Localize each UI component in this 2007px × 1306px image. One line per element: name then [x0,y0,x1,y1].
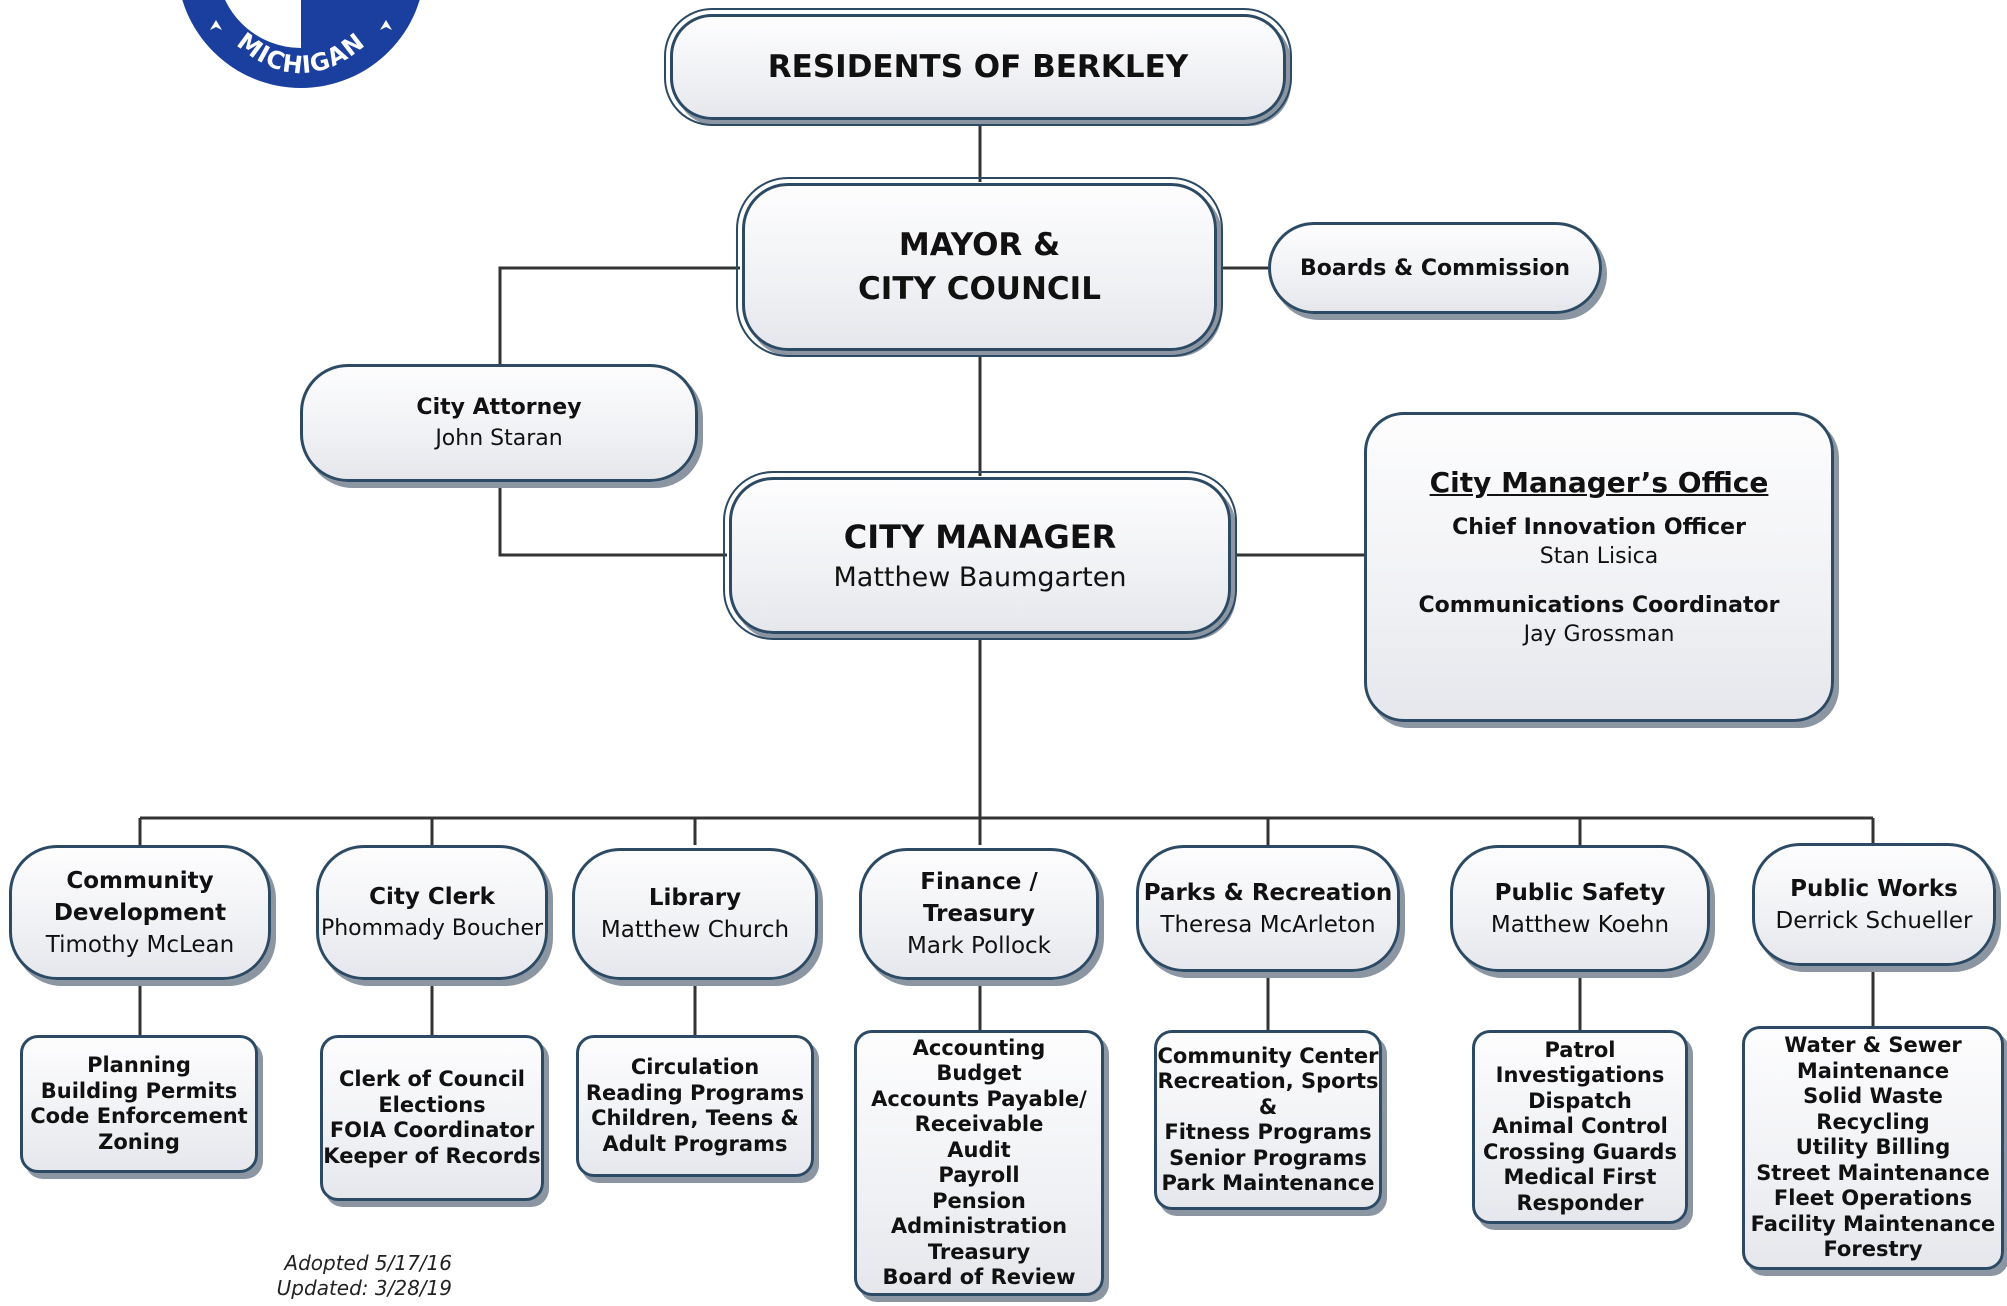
services-city-clerk: Clerk of Council Elections FOIA Coordina… [320,1035,544,1201]
service-item: Animal Control [1492,1114,1668,1139]
city-seal-logo: MICHIGAN [170,0,432,94]
residents-title: RESIDENTS OF BERKLEY [767,49,1189,85]
service-item: Dispatch [1528,1088,1632,1113]
attorney-box: City Attorney John Staran [300,364,698,482]
service-item: Solid Waste [1803,1084,1943,1109]
boards-box: Boards & Commission [1268,222,1602,314]
service-item: Budget [936,1061,1022,1085]
service-item: Patrol [1544,1037,1616,1062]
residents-box: RESIDENTS OF BERKLEY [664,8,1292,126]
office-title: City Manager’s Office [1429,466,1769,499]
service-item: Medical First [1503,1165,1657,1190]
council-line1: MAYOR & [898,227,1061,263]
department-title: Finance / Treasury [920,869,1038,927]
service-item: Circulation [630,1055,760,1079]
service-item: Board of Review [882,1265,1076,1289]
service-item: Community Center [1157,1043,1379,1068]
department-public-safety: Public Safety Matthew Koehn [1450,845,1710,972]
service-item: FOIA Coordinator [329,1118,535,1142]
department-head: Mark Pollock [907,933,1051,959]
service-item: Recreation, Sports & [1157,1069,1379,1119]
service-item: Fleet Operations [1773,1186,1973,1211]
department-head: Derrick Schueller [1775,907,1973,934]
department-community-development: Community Development Timothy McLean [9,845,271,980]
office-name2: Jay Grossman [1523,622,1675,647]
council-line2: CITY COUNCIL [858,271,1101,307]
department-parks-recreation: Parks & Recreation Theresa McArleton [1136,845,1400,972]
line-council-attorney [498,266,740,365]
service-item: Receivable [914,1112,1044,1136]
service-item: Maintenance [1796,1058,1950,1083]
services-public-safety: Patrol Investigations Dispatch Animal Co… [1472,1030,1688,1224]
department-head: Phommady Boucher [320,915,544,941]
service-item: Investigations [1495,1063,1665,1088]
department-title: Parks & Recreation [1143,879,1393,906]
department-title: Public Works [1790,875,1958,902]
service-item: Senior Programs [1169,1145,1367,1170]
boards-title: Boards & Commission [1299,255,1571,281]
department-title: Library [648,885,742,911]
service-item: Reading Programs [585,1080,805,1105]
manager-title: CITY MANAGER [843,517,1117,556]
attorney-title: City Attorney [416,395,582,420]
service-item: Pension Administration [890,1188,1068,1239]
service-item: Fitness Programs [1164,1120,1372,1144]
manager-office-box: City Manager’s Office Chief Innovation O… [1364,412,1834,722]
department-public-works: Public Works Derrick Schueller [1752,843,1996,966]
adoption-footnote: Adopted 5/17/16 Updated: 3/28/19 [256,1251,452,1301]
office-role2: Communications Coordinator [1418,593,1780,618]
department-title: Public Safety [1494,879,1666,906]
updated-date: Updated: 3/28/19 [276,1276,452,1300]
council-box: MAYOR & CITY COUNCIL [736,177,1223,357]
service-item: Keeper of Records [323,1143,541,1168]
attorney-name: John Staran [435,426,563,451]
service-item: Audit [947,1137,1011,1162]
service-item: Street Maintenance [1756,1160,1990,1185]
service-item: Zoning [98,1129,180,1154]
line-attorney-manager [498,482,727,557]
department-title: City Clerk [369,883,495,910]
service-item: Building Permits [40,1078,238,1103]
service-item: Accounting [912,1035,1046,1060]
office-role1: Chief Innovation Officer [1452,515,1746,540]
department-library: Library Matthew Church [572,848,818,980]
service-item: Accounts Payable/ [871,1086,1087,1111]
service-item: Crossing Guards [1483,1139,1677,1164]
service-item: Park Maintenance [1161,1171,1375,1195]
manager-name: Matthew Baumgarten [833,561,1127,593]
services-public-works: Water & Sewer Maintenance Solid Waste Re… [1742,1026,2004,1270]
service-item: Water & Sewer [1784,1033,1962,1058]
service-item: Clerk of Council [339,1067,525,1091]
office-name1: Stan Lisica [1539,544,1659,569]
service-item: Forestry [1823,1237,1923,1262]
department-finance-treasury: Finance / Treasury Mark Pollock [859,848,1099,980]
service-item: Code Enforcement [30,1104,248,1128]
service-item: Elections [378,1092,486,1117]
service-item: Planning [87,1053,191,1077]
service-item: Children, Teens & [591,1106,799,1130]
service-item: Adult Programs [602,1131,788,1156]
service-item: Facility Maintenance [1750,1211,1996,1236]
services-community-development: Planning Building Permits Code Enforceme… [20,1035,258,1173]
service-item: Payroll [938,1163,1020,1187]
department-head: Matthew Church [600,917,790,943]
services-parks-recreation: Community Center Recreation, Sports & Fi… [1154,1030,1382,1210]
service-item: Treasury [927,1239,1031,1264]
department-head: Timothy McLean [45,931,235,958]
services-library: Circulation Reading Programs Children, T… [576,1035,814,1177]
department-head: Theresa McArleton [1160,911,1376,938]
manager-box: CITY MANAGER Matthew Baumgarten [723,471,1237,640]
adopted-date: Adopted 5/17/16 [284,1251,452,1275]
service-item: Recycling [1816,1109,1930,1134]
department-city-clerk: City Clerk Phommady Boucher [316,845,548,980]
department-head: Matthew Koehn [1490,911,1670,938]
services-finance-treasury: Accounting Budget Accounts Payable/ Rece… [854,1030,1104,1296]
department-title: Community Development [53,867,227,926]
service-item: Responder [1516,1190,1644,1215]
service-item: Utility Billing [1795,1135,1951,1160]
